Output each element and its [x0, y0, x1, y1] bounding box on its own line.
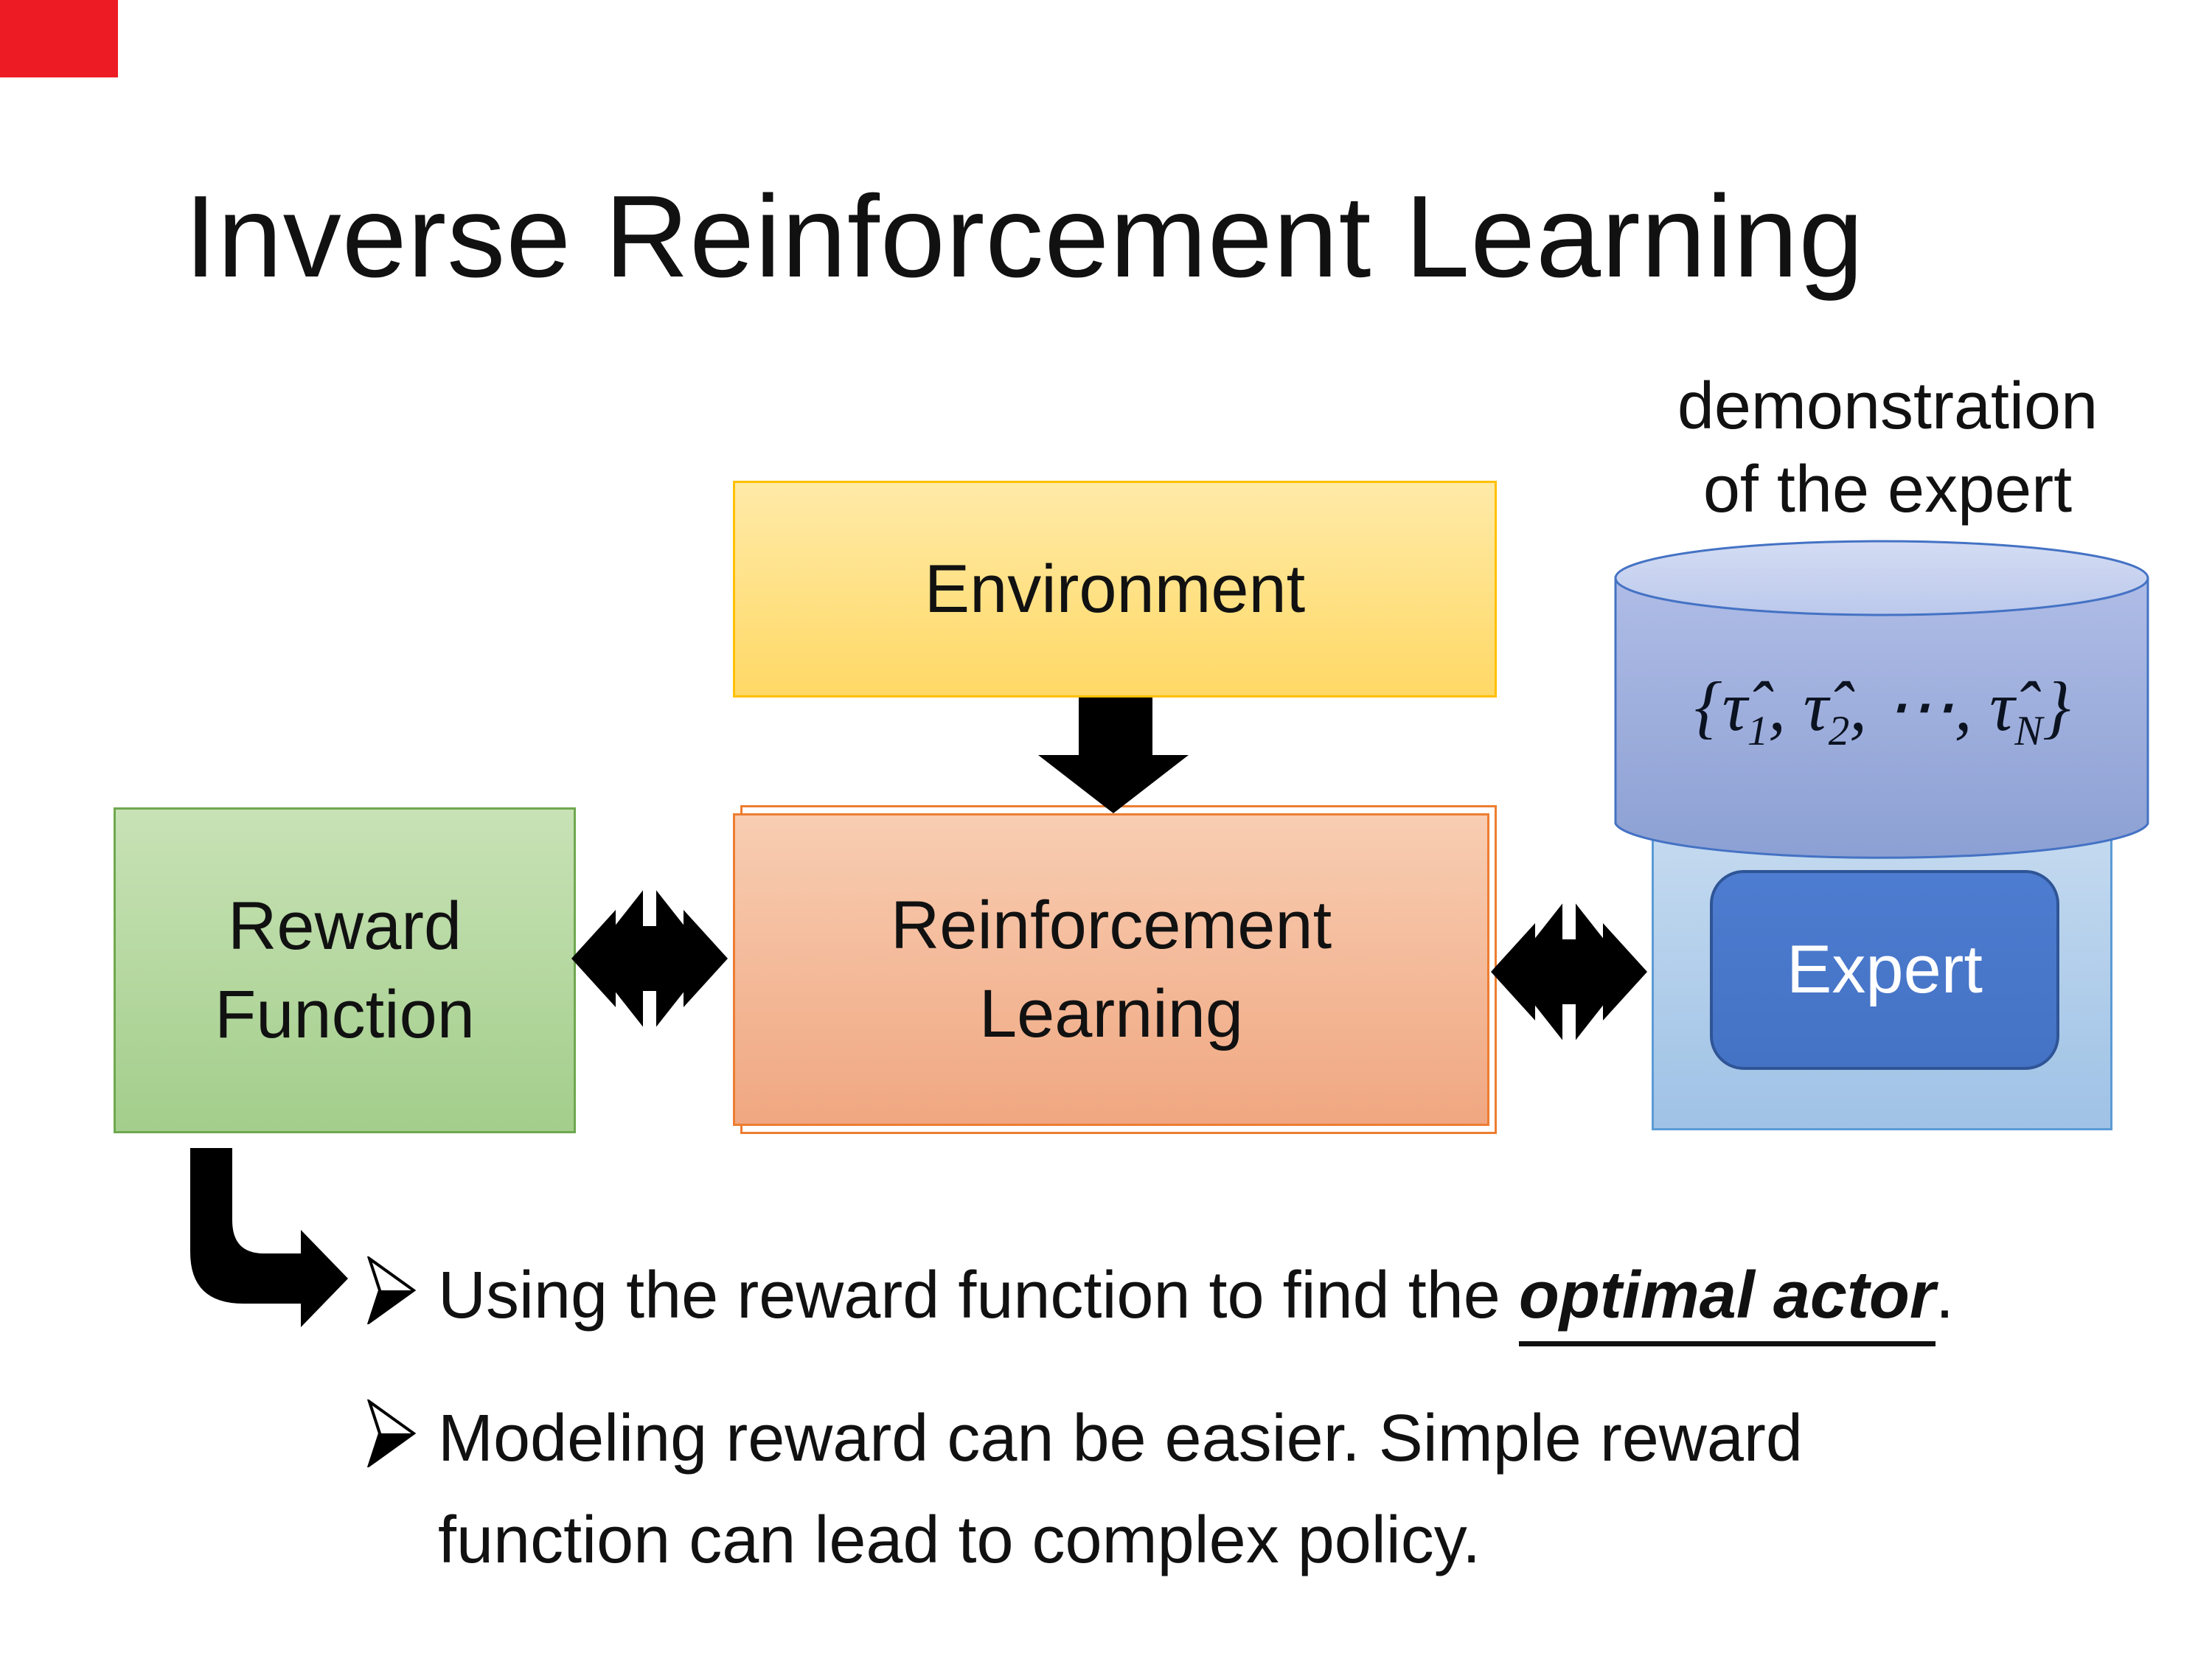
bullet-2-text: Modeling reward can be easier. Simple re… [438, 1388, 1803, 1591]
trajectory-set-math-label: {τ̂1, τ̂2, ⋯, τ̂N} [1613, 666, 2152, 755]
bullet-1-pre: Using the reward function to find the [438, 1259, 1519, 1332]
reinforcement-learning-box: Reinforcement Learning [733, 813, 1489, 1126]
rl-label-line1: Reinforcement [890, 888, 1332, 963]
demonstration-label: demonstration of the expert [1618, 365, 2157, 532]
math-tau-2: τ̂ [1803, 667, 1829, 745]
environment-label: Environment [924, 552, 1306, 627]
demonstration-label-line1: demonstration [1677, 369, 2098, 443]
math-sep-2: , [1849, 667, 1885, 745]
bullet-item-1: Using the reward function to find the op… [367, 1245, 1954, 1346]
math-tau-n: τ̂ [1989, 667, 2015, 745]
math-sep-3: , [1954, 667, 1990, 745]
demonstration-database-cylinder-icon [1614, 540, 2149, 859]
math-sub-n: N [2014, 708, 2043, 754]
bullet-2-line2: function can lead to complex policy. [438, 1503, 1481, 1577]
math-tau-1: τ̂ [1722, 667, 1747, 745]
bullet-2-line1: Modeling reward can be easier. Simple re… [438, 1402, 1803, 1475]
bullet-1-text: Using the reward function to find the op… [438, 1245, 1954, 1346]
rl-label-line2: Learning [978, 976, 1244, 1051]
down-arrow-icon [1038, 698, 1189, 813]
page-title: Inverse Reinforcement Learning [184, 172, 1865, 302]
expert-box: Expert [1710, 870, 2059, 1070]
reward-function-box: Reward Function [114, 807, 576, 1133]
math-sep-1: , [1768, 667, 1804, 745]
double-arrow-left-icon [571, 880, 728, 1037]
reward-label-line2: Function [215, 977, 475, 1052]
environment-box: Environment [733, 481, 1497, 698]
bullet-item-2: Modeling reward can be easier. Simple re… [367, 1388, 1803, 1591]
double-arrow-right-icon [1491, 894, 1647, 1050]
math-sub-2: 2 [1828, 708, 1850, 754]
reward-label-line1: Reward [227, 888, 462, 964]
bullet-1-emphasis: optimal actor [1518, 1259, 1935, 1346]
bent-elbow-arrow-icon [190, 1148, 348, 1327]
demonstration-label-line2: of the expert [1703, 453, 2073, 526]
math-close-brace: } [2042, 667, 2071, 745]
bullet-1-post: . [1935, 1259, 1954, 1332]
reinforcement-learning-label: Reinforcement Learning [891, 881, 1332, 1058]
corner-red-patch [0, 0, 118, 77]
reward-function-label: Reward Function [215, 882, 475, 1059]
math-dots: ⋯ [1884, 667, 1955, 745]
arrowhead-bullet-icon [367, 1399, 416, 1467]
math-open-brace: { [1694, 667, 1722, 745]
math-sub-1: 1 [1747, 708, 1769, 754]
arrowhead-bullet-icon [367, 1256, 416, 1324]
expert-label: Expert [1787, 932, 1983, 1007]
